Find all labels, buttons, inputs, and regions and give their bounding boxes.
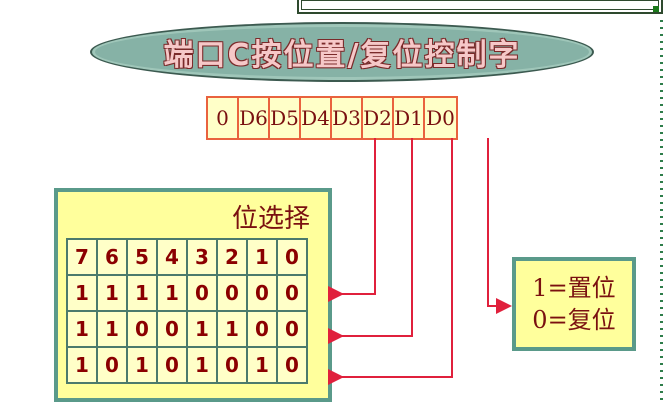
- bit-cell: 1: [216, 310, 248, 348]
- bit-cell: 0: [216, 274, 248, 312]
- bit-cell: 0: [156, 310, 188, 348]
- bit-cell: 0: [216, 346, 248, 384]
- bit-cell: 0: [246, 310, 278, 348]
- wire-d2-arrow: [328, 138, 413, 344]
- top-frame-border: [297, 0, 663, 14]
- bit-cell: 1: [156, 274, 188, 312]
- register-bit-4: D4: [301, 98, 332, 138]
- bit-cell: 1: [246, 346, 278, 384]
- side-dotted-border: [660, 20, 663, 404]
- register-bit-5: D5: [270, 98, 301, 138]
- register-bit-1: D1: [394, 98, 425, 138]
- bit-cell: 0: [276, 310, 308, 348]
- bit-cell: 1: [66, 274, 98, 312]
- bit-cell: 0: [156, 346, 188, 384]
- set-reset-legend: 1=置位 0=复位: [512, 257, 636, 351]
- bit-row-header: 7 6 5 4 3 2 1 0: [66, 238, 308, 276]
- bit-cell: 1: [96, 274, 128, 312]
- set-legend-text: 1=置位: [532, 274, 616, 302]
- diagram-title: 端口C按位置/复位控制字: [163, 38, 521, 73]
- bit-cell: 0: [126, 310, 158, 348]
- bit-cell: 2: [216, 238, 248, 276]
- wire-d1-arrow: [328, 138, 453, 385]
- bit-cell: 1: [66, 346, 98, 384]
- register-bit-3: D3: [332, 98, 363, 138]
- wire-d3-arrow: [328, 138, 376, 302]
- title-oval: 端口C按位置/复位控制字: [90, 22, 594, 82]
- bit-cell: 1: [126, 346, 158, 384]
- bit-select-box: 位选择 7 6 5 4 3 2 1 0 1 1 1 1 0 0 0 0 1 1 …: [54, 188, 332, 402]
- bit-cell: 1: [186, 346, 218, 384]
- bit-row-d2: 1 1 0 0 1 1 0 0: [66, 310, 308, 348]
- bit-cell: 0: [276, 238, 308, 276]
- control-word-register: 0 D6 D5 D4 D3 D2 D1 D0: [206, 96, 458, 140]
- corner-marker: [653, 6, 659, 12]
- bit-cell: 1: [126, 274, 158, 312]
- bit-cell: 4: [156, 238, 188, 276]
- bit-cell: 1: [66, 310, 98, 348]
- bit-cell: 7: [66, 238, 98, 276]
- bit-select-table: 7 6 5 4 3 2 1 0 1 1 1 1 0 0 0 0 1 1 0 0 …: [66, 238, 308, 384]
- register-bit-2: D2: [363, 98, 394, 138]
- bit-row-d3: 1 1 1 1 0 0 0 0: [66, 274, 308, 312]
- bit-row-d1: 1 0 1 0 1 0 1 0: [66, 346, 308, 384]
- bit-cell: 1: [96, 310, 128, 348]
- bit-cell: 6: [96, 238, 128, 276]
- register-bit-0: D0: [426, 106, 455, 130]
- bit-cell: 0: [276, 274, 308, 312]
- bit-select-label: 位选择: [231, 204, 310, 234]
- bit-cell: 1: [186, 310, 218, 348]
- bit-cell: 0: [246, 274, 278, 312]
- bit-cell: 0: [96, 346, 128, 384]
- bit-cell: 0: [276, 346, 308, 384]
- reset-legend-text: 0=复位: [532, 306, 616, 334]
- bit-cell: 1: [246, 238, 278, 276]
- wire-d0-arrow: [487, 138, 512, 314]
- bit-cell: 0: [186, 274, 218, 312]
- register-bit-6: D6: [239, 98, 270, 138]
- register-bit-7: 0: [208, 98, 239, 138]
- bit-cell: 3: [186, 238, 218, 276]
- bit-cell: 5: [126, 238, 158, 276]
